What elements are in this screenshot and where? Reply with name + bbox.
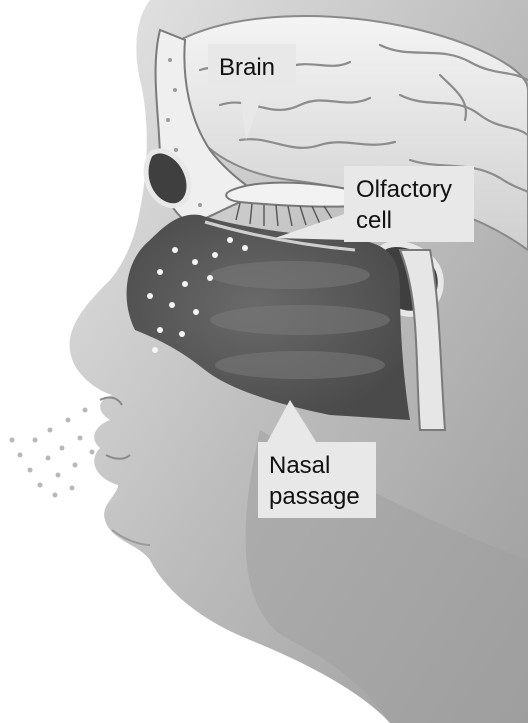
olfactory-label-line1: Olfactory — [356, 176, 452, 203]
nasal-label-line1: Nasal — [269, 452, 330, 479]
brain-label: Brain — [219, 54, 275, 81]
odor-particles-outside — [10, 408, 95, 498]
turbinates — [210, 261, 390, 379]
olfactory-label-line2: cell — [356, 207, 392, 234]
nasal-label-line2: passage — [269, 483, 360, 510]
